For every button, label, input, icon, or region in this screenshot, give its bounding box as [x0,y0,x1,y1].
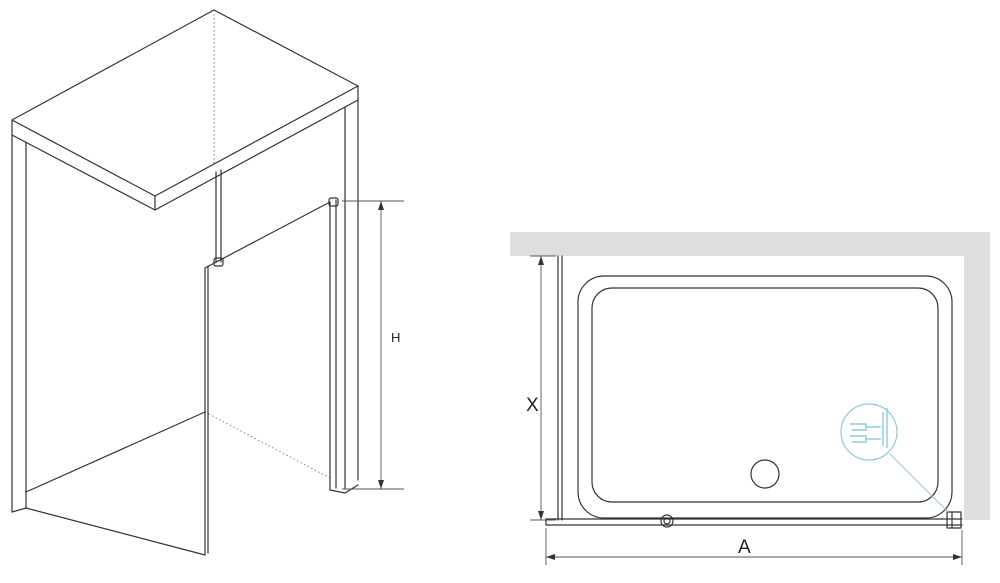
glass-panel [204,201,331,556]
height-label: H [391,330,400,345]
plan-view: X A [510,232,990,565]
width-dimension [545,528,963,565]
profile-detail-callout [840,403,898,461]
wall-section [510,232,990,520]
ceiling-slab [11,9,359,197]
height-dimension [342,200,404,490]
depth-dimension [530,255,556,521]
back-wall-pillar [329,99,359,494]
ceiling-support-rod [213,169,224,267]
floor [25,411,331,556]
isometric-view: H [11,9,404,556]
shower-tray-inner [591,287,939,503]
glass-panel-plan [545,518,963,526]
shower-tray-outer [577,275,953,519]
support-fitting-icon [660,514,674,528]
depth-label: X [526,395,539,416]
left-wall [11,134,27,513]
width-label: A [738,537,751,558]
drain-icon [750,459,780,489]
